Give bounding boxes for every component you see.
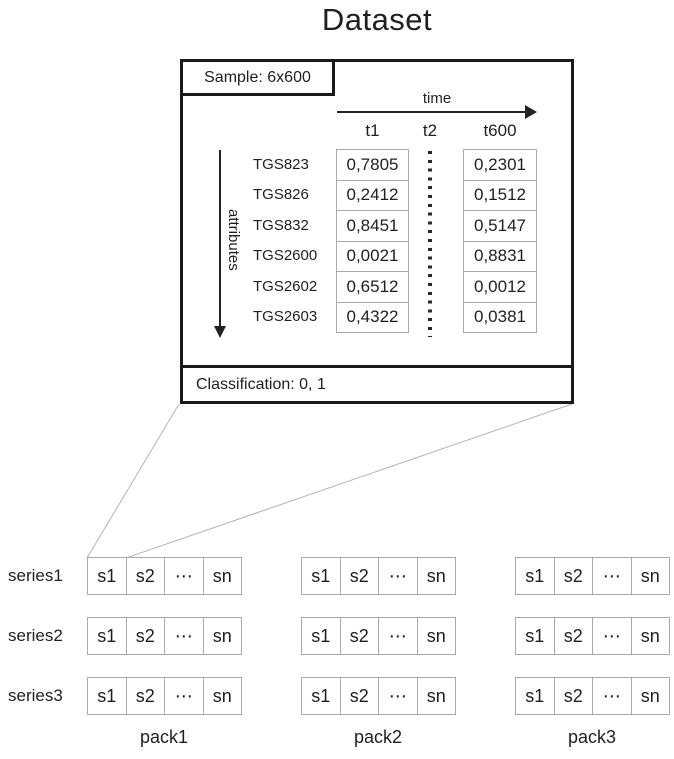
connector-line-left [86, 403, 180, 559]
pack-series-row: s1 s2 ⋯ sn [301, 677, 456, 715]
row-label: TGS823 [253, 155, 309, 173]
sample-cell: sn [202, 677, 242, 715]
sample-cell: s1 [301, 617, 341, 655]
sample-cell: s1 [301, 557, 341, 595]
attributes-axis-arrow [219, 150, 221, 327]
sample-cell: sn [630, 617, 670, 655]
pack-series-row: s1 s2 ⋯ sn [87, 617, 242, 655]
value-cell: 0,8451 [336, 210, 409, 242]
pack1-label: pack1 [139, 727, 189, 747]
sample-cell: sn [202, 557, 242, 595]
pack-series-row: s1 s2 ⋯ sn [515, 557, 670, 595]
value-cell: 0,5147 [463, 210, 537, 242]
value-cell: 0,2301 [463, 149, 537, 181]
sample-cell: s1 [87, 557, 127, 595]
sample-cell: sn [416, 677, 456, 715]
time-tick-t2: t2 [422, 121, 438, 140]
classification-label: Classification: 0, 1 [196, 375, 326, 393]
attribute-row-labels: TGS823 TGS826 TGS832 TGS2600 TGS2602 TGS… [253, 149, 331, 332]
pack2-grid: s1 s2 ⋯ sn s1 s2 ⋯ sn s1 s2 ⋯ sn [301, 557, 457, 715]
sample-size-box: Sample: 6x600 [180, 59, 335, 96]
attributes-axis-label: attributes [225, 209, 242, 271]
pack-series-row: s1 s2 ⋯ sn [301, 557, 456, 595]
series3-label: series3 [8, 686, 63, 705]
sample-cell: s2 [553, 677, 593, 715]
sample-cell-ellipsis: ⋯ [164, 617, 204, 655]
row-label: TGS2602 [253, 277, 318, 295]
sample-cell-ellipsis: ⋯ [592, 617, 632, 655]
value-cell: 0,0021 [336, 240, 409, 272]
time-axis-label: time [422, 90, 452, 107]
sample-cell: s2 [125, 557, 165, 595]
classification-bar: Classification: 0, 1 [180, 365, 574, 404]
sample-cell: s1 [515, 677, 555, 715]
sample-cell: s2 [553, 617, 593, 655]
pack-series-row: s1 s2 ⋯ sn [301, 617, 456, 655]
value-cell: 0,0381 [463, 301, 537, 333]
sample-cell-ellipsis: ⋯ [378, 557, 418, 595]
sample-cell-ellipsis: ⋯ [164, 677, 204, 715]
sample-cell-ellipsis: ⋯ [592, 557, 632, 595]
time-axis-arrow [337, 111, 525, 113]
connector-line-right [125, 403, 573, 559]
sample-cell: s1 [515, 557, 555, 595]
value-cell: 0,6512 [336, 271, 409, 303]
value-cell: 0,8831 [463, 240, 537, 272]
pack3-label: pack3 [567, 727, 617, 747]
sample-cell-ellipsis: ⋯ [378, 677, 418, 715]
sample-cell: s2 [125, 677, 165, 715]
sample-cell: s1 [515, 617, 555, 655]
value-column-t600: 0,2301 0,1512 0,5147 0,8831 0,0012 0,038… [463, 149, 537, 333]
series2-label: series2 [8, 626, 63, 645]
sample-cell: sn [416, 557, 456, 595]
sample-cell-ellipsis: ⋯ [378, 617, 418, 655]
series1-label: series1 [8, 566, 63, 585]
row-label: TGS832 [253, 216, 309, 234]
value-column-t1: 0,7805 0,2412 0,8451 0,0021 0,6512 0,432… [336, 149, 409, 333]
time-tick-t1: t1 [365, 121, 380, 140]
value-cell: 0,2412 [336, 179, 409, 211]
value-cell: 0,0012 [463, 271, 537, 303]
value-cell: 0,1512 [463, 179, 537, 211]
figure-title: Dataset [321, 2, 433, 37]
row-label: TGS2600 [253, 247, 318, 265]
sample-cell: sn [416, 617, 456, 655]
sample-cell: s2 [339, 557, 379, 595]
time-tick-t600: t600 [483, 121, 517, 140]
sample-cell: s1 [87, 617, 127, 655]
sample-cell: s1 [301, 677, 341, 715]
sample-cell: s2 [339, 617, 379, 655]
pack3-grid: s1 s2 ⋯ sn s1 s2 ⋯ sn s1 s2 ⋯ sn [515, 557, 671, 715]
sample-cell: s1 [87, 677, 127, 715]
sample-cell-ellipsis: ⋯ [592, 677, 632, 715]
ellipsis-dots-column-t2 [428, 151, 432, 337]
row-label: TGS2603 [253, 308, 318, 326]
sample-cell-ellipsis: ⋯ [164, 557, 204, 595]
pack-series-row: s1 s2 ⋯ sn [515, 617, 670, 655]
sample-cell: s2 [553, 557, 593, 595]
value-cell: 0,4322 [336, 301, 409, 333]
sample-cell: s2 [339, 677, 379, 715]
value-cell: 0,7805 [336, 149, 409, 181]
attributes-axis-arrowhead-icon [214, 326, 226, 338]
pack-series-row: s1 s2 ⋯ sn [87, 557, 242, 595]
sample-size-label: Sample: 6x600 [204, 68, 311, 86]
sample-cell: sn [202, 617, 242, 655]
sample-cell: s2 [125, 617, 165, 655]
time-axis-arrowhead-icon [525, 105, 537, 119]
row-label: TGS826 [253, 186, 309, 204]
pack1-grid: s1 s2 ⋯ sn s1 s2 ⋯ sn s1 s2 ⋯ sn [87, 557, 243, 715]
pack2-label: pack2 [353, 727, 403, 747]
pack-series-row: s1 s2 ⋯ sn [87, 677, 242, 715]
sample-cell: sn [630, 557, 670, 595]
sample-cell: sn [630, 677, 670, 715]
pack-series-row: s1 s2 ⋯ sn [515, 677, 670, 715]
